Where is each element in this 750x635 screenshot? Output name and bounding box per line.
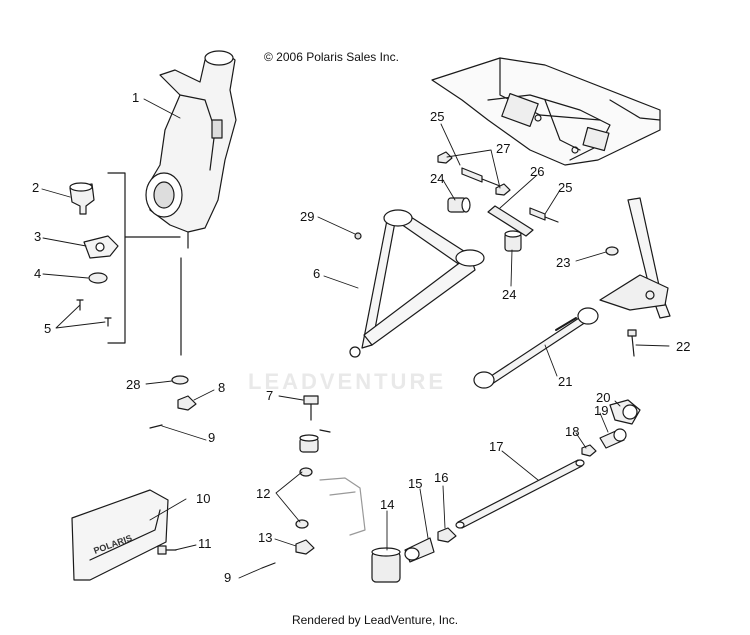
- callout-21: 21: [558, 374, 573, 389]
- callout-28: 28: [126, 377, 141, 392]
- rod-end-15: [404, 537, 435, 563]
- callout-22: 22: [676, 339, 691, 354]
- callout-2: 2: [32, 180, 40, 195]
- callout-24a: 24: [430, 171, 445, 186]
- screws: [76, 299, 112, 327]
- copyright: © 2006 Polaris Sales Inc.: [264, 50, 399, 64]
- washer-12a: [299, 467, 313, 477]
- callout-9a: 9: [208, 430, 216, 445]
- callout-13: 13: [258, 530, 273, 545]
- leader-lines: [41, 98, 670, 579]
- callout-20: 20: [596, 390, 611, 405]
- frame-assembly: [431, 57, 661, 166]
- callout-12: 12: [256, 486, 271, 501]
- callout-15: 15: [408, 476, 423, 491]
- callout-9b: 9: [224, 570, 232, 585]
- nut-8: [177, 395, 197, 411]
- callout-10: 10: [196, 491, 211, 506]
- steering-rod: [455, 459, 585, 529]
- callout-7: 7: [266, 388, 274, 403]
- tie-rod: [473, 307, 599, 389]
- spacer-stack: [299, 429, 331, 453]
- pivot-sleeve: [487, 205, 534, 237]
- rod-end-19: [599, 428, 627, 449]
- callout-5: 5: [44, 321, 52, 336]
- callout-1: 1: [132, 90, 140, 105]
- cotter-pin-9b: [261, 562, 276, 569]
- washer-28: [171, 375, 189, 385]
- steering-column: [599, 197, 671, 319]
- nut-16: [437, 527, 457, 543]
- watermark: LEADVENTURE: [248, 369, 447, 394]
- lower-mount: [319, 477, 366, 536]
- retaining-ring: [88, 272, 108, 284]
- callout-25a: 25: [430, 109, 445, 124]
- cotter-pin-9a: [149, 424, 163, 429]
- callout-6: 6: [313, 266, 321, 281]
- callout-18: 18: [565, 424, 580, 439]
- group-bracket: [107, 172, 126, 344]
- bushing-upper: [447, 197, 471, 213]
- callout-4: 4: [34, 266, 42, 281]
- callout-27: 27: [496, 141, 511, 156]
- bolt-7: [303, 395, 319, 421]
- callout-3: 3: [34, 229, 42, 244]
- callout-23: 23: [556, 255, 571, 270]
- pivot-bolts: [437, 151, 559, 223]
- footer-credit: Rendered by LeadVenture, Inc.: [291, 613, 459, 627]
- grease-fitting: [354, 232, 362, 240]
- washer-12b: [295, 519, 309, 529]
- callout-17: 17: [489, 439, 504, 454]
- jam-nut-18: [581, 444, 597, 457]
- callout-24b: 24: [502, 287, 517, 302]
- callout-26: 26: [530, 164, 545, 179]
- spacer-14: [371, 547, 401, 583]
- bushing-lower: [504, 230, 522, 252]
- a-arm: [349, 209, 485, 358]
- callout-19: 19: [594, 403, 609, 418]
- mounting-plate: [83, 235, 119, 259]
- callout-25b: 25: [558, 180, 573, 195]
- rod-end-20: [609, 399, 641, 425]
- callout-14: 14: [380, 497, 395, 512]
- ball-joint: [69, 182, 95, 215]
- bolt-22: [627, 329, 637, 357]
- steering-knuckle: [145, 50, 237, 249]
- arm-guard: [71, 489, 169, 581]
- frame-plug: [605, 246, 619, 256]
- callout-8: 8: [218, 380, 226, 395]
- callout-29: 29: [300, 209, 315, 224]
- screw-11: [157, 545, 177, 555]
- callout-11: 11: [198, 536, 212, 551]
- nut-13: [295, 539, 315, 555]
- callout-16: 16: [434, 470, 449, 485]
